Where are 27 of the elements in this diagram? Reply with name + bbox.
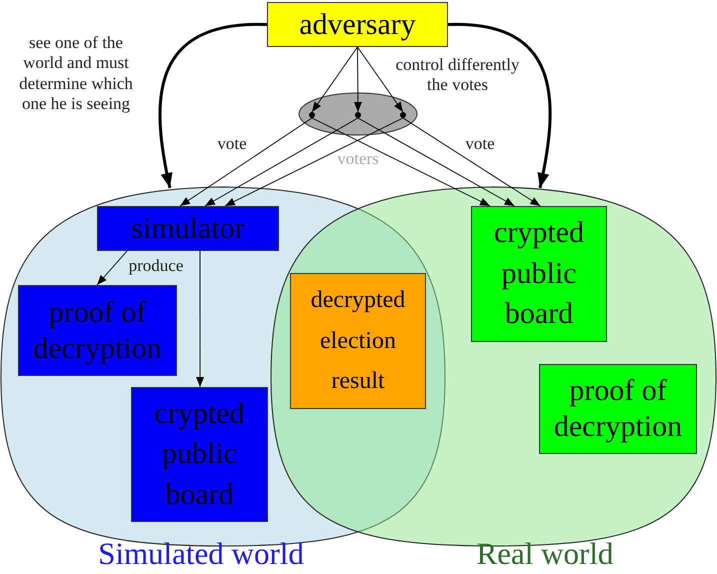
region-title: Simulated world [97,538,305,569]
adversary-box: adversary [267,2,448,47]
arrow [357,46,404,112]
arrow [402,118,541,206]
process-box: crypted public board [471,206,607,342]
edge-label: vote [464,134,496,154]
arrow [358,118,515,206]
arrow [96,250,128,286]
curved-arrow [158,23,268,188]
arrow [180,118,312,206]
group-label: voters [336,150,380,167]
region-title: Real world [476,538,614,569]
arrow [354,46,362,112]
arrow [196,250,204,388]
arrow [224,118,404,206]
arrow [312,46,358,112]
arrow [204,118,358,206]
edge-label: see one of the world and must determine which one he is seeing [18,33,134,115]
result-box: decrypted election result [290,273,426,409]
arrow [312,118,490,206]
edge-label: vote [216,134,248,154]
process-box: proof of decryption [18,285,177,376]
annotation-text: control differently the votes [394,55,520,96]
curved-arrow [448,23,552,188]
process-box: proof of decryption [539,364,697,454]
process-box: crypted public board [131,387,268,522]
simulator-box: simulator [97,206,279,251]
